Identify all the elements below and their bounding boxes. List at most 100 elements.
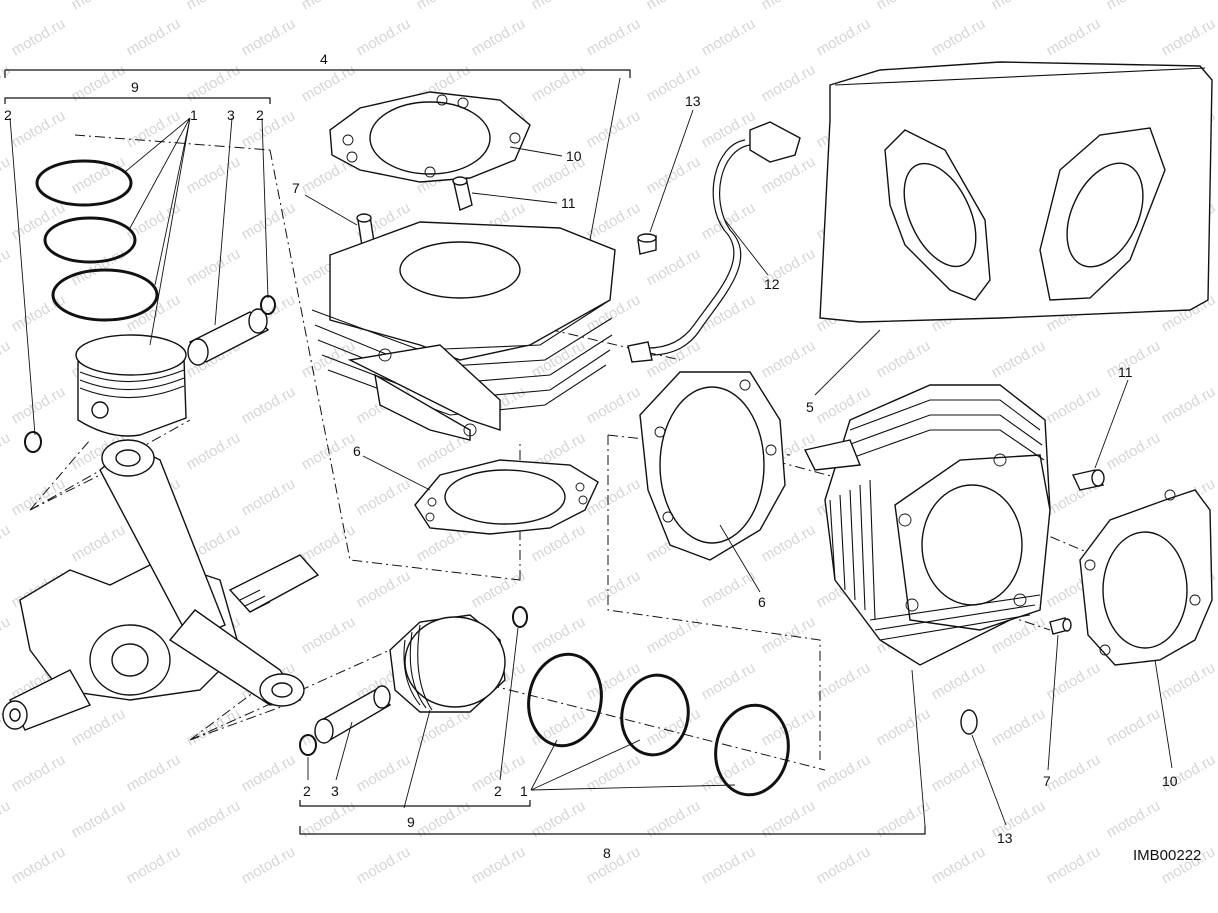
watermark-text: motod.ru (814, 659, 874, 703)
watermark-text: motod.ru (184, 61, 244, 105)
watermark-text: motod.ru (644, 705, 704, 749)
callout-6-left: 6 (353, 443, 361, 459)
group-bracket-8 (299, 826, 926, 835)
watermark-text: motod.ru (1104, 797, 1164, 841)
callout-10-top: 10 (566, 148, 582, 164)
callout-13-top: 13 (685, 93, 701, 109)
callout-9-bottom: 9 (407, 814, 415, 830)
watermark-text: motod.ru (814, 15, 874, 59)
callout-6-right: 6 (758, 594, 766, 610)
watermark-text: motod.ru (644, 0, 704, 13)
watermark-text: motod.ru (354, 751, 414, 795)
cylinder-top (311, 221, 616, 441)
watermark-text: motod.ru (529, 797, 589, 841)
watermark-text: motod.ru (299, 613, 359, 657)
watermark-text: motod.ru (299, 521, 359, 565)
watermark-text: motod.ru (1044, 751, 1104, 795)
watermark-text: motod.ru (989, 0, 1049, 13)
watermark-text: motod.ru (184, 0, 244, 13)
dowel-right-7 (1049, 617, 1072, 635)
callout-1-bottom: 1 (520, 783, 528, 799)
watermark-text: motod.ru (69, 521, 129, 565)
watermark-text: motod.ru (9, 199, 69, 243)
watermark-text: motod.ru (9, 15, 69, 59)
watermark-text: motod.ru (759, 0, 819, 13)
watermark-text: motod.ru (699, 15, 759, 59)
watermark-text: motod.ru (529, 0, 589, 13)
watermark-text: motod.ru (299, 61, 359, 105)
watermark-text: motod.ru (299, 0, 359, 13)
watermark-text: motod.ru (354, 15, 414, 59)
piston-pin-top (187, 308, 270, 366)
watermark-text: motod.ru (9, 843, 69, 887)
watermark-text: motod.ru (0, 245, 13, 289)
watermark-text: motod.ru (69, 705, 129, 749)
watermark-text: motod.ru (69, 245, 129, 289)
watermark-text: motod.ru (1159, 383, 1218, 427)
watermark-text: motod.ru (0, 521, 13, 565)
callout-4: 4 (320, 51, 328, 67)
piston-pin-bottom (314, 685, 392, 744)
watermark-text: motod.ru (759, 613, 819, 657)
piston-rings-bottom (527, 652, 790, 797)
leader-lines (9, 77, 1173, 827)
callout-2-top-left: 2 (4, 107, 12, 123)
watermark-text: motod.ru (874, 705, 934, 749)
watermark-text: motod.ru (184, 429, 244, 473)
callout-9-top: 9 (131, 79, 139, 95)
group-bracket-9-bottom (299, 800, 531, 807)
watermark-text: motod.ru (469, 15, 529, 59)
watermark-text: motod.ru (874, 0, 934, 13)
watermark-text: motod.ru (124, 107, 184, 151)
watermark-text: motod.ru (1104, 705, 1164, 749)
circlip-bottom-right (512, 606, 528, 628)
watermark-text: motod.ru (0, 613, 13, 657)
gasket-kit-bag (819, 61, 1213, 323)
base-gasket-left (414, 459, 599, 535)
watermark-text: motod.ru (644, 245, 704, 289)
watermark-text: motod.ru (0, 61, 13, 105)
watermark-text: motod.ru (414, 797, 474, 841)
watermark-text: motod.ru (414, 0, 474, 13)
watermark-text: motod.ru (529, 337, 589, 381)
watermark-text: motod.ru (469, 567, 529, 611)
watermark-text: motod.ru (69, 0, 129, 13)
watermark-text: motod.ru (584, 843, 644, 887)
watermark-text: motod.ru (239, 15, 299, 59)
watermark-text: motod.ru (299, 797, 359, 841)
group-bracket-4 (4, 69, 631, 78)
dowel-top-7 (356, 213, 375, 247)
watermark-text: motod.ru (1104, 337, 1164, 381)
watermark-text: motod.ru (1159, 15, 1218, 59)
watermark-text: motod.ru (699, 843, 759, 887)
piston-rings-top (35, 159, 159, 322)
watermark-text: motod.ru (0, 337, 13, 381)
callout-11-top: 11 (561, 195, 576, 211)
watermark-text: motod.ru (644, 613, 704, 657)
group-bracket-9-top (4, 97, 271, 104)
watermark-text: motod.ru (9, 383, 69, 427)
watermark-text: motod.ru (699, 751, 759, 795)
diagram-code: IMB00222 (1133, 847, 1201, 864)
watermark-text: motod.ru (584, 567, 644, 611)
watermark-text: motod.ru (989, 337, 1049, 381)
watermark-text: motod.ru (124, 843, 184, 887)
rubber-grommet-top (637, 233, 657, 255)
rubber-grommet-bottom (960, 709, 978, 735)
watermark-text: motod.ru (1044, 383, 1104, 427)
circlip-top-left (24, 431, 42, 453)
watermark-text: motod.ru (1159, 659, 1218, 703)
watermark-text: motod.ru (929, 843, 989, 887)
watermark-text: motod.ru (239, 843, 299, 887)
callout-7-right: 7 (1043, 773, 1051, 789)
watermark-text: motod.ru (124, 15, 184, 59)
watermark-text: motod.ru (9, 751, 69, 795)
watermark-text: motod.ru (184, 153, 244, 197)
watermark-text: motod.ru (239, 199, 299, 243)
callout-13-bottom: 13 (997, 830, 1013, 846)
callout-3-bottom: 3 (331, 783, 339, 799)
watermark-text: motod.ru (699, 291, 759, 335)
watermark-text: motod.ru (239, 383, 299, 427)
watermark-text: motod.ru (529, 705, 589, 749)
watermark-text: motod.ru (759, 521, 819, 565)
